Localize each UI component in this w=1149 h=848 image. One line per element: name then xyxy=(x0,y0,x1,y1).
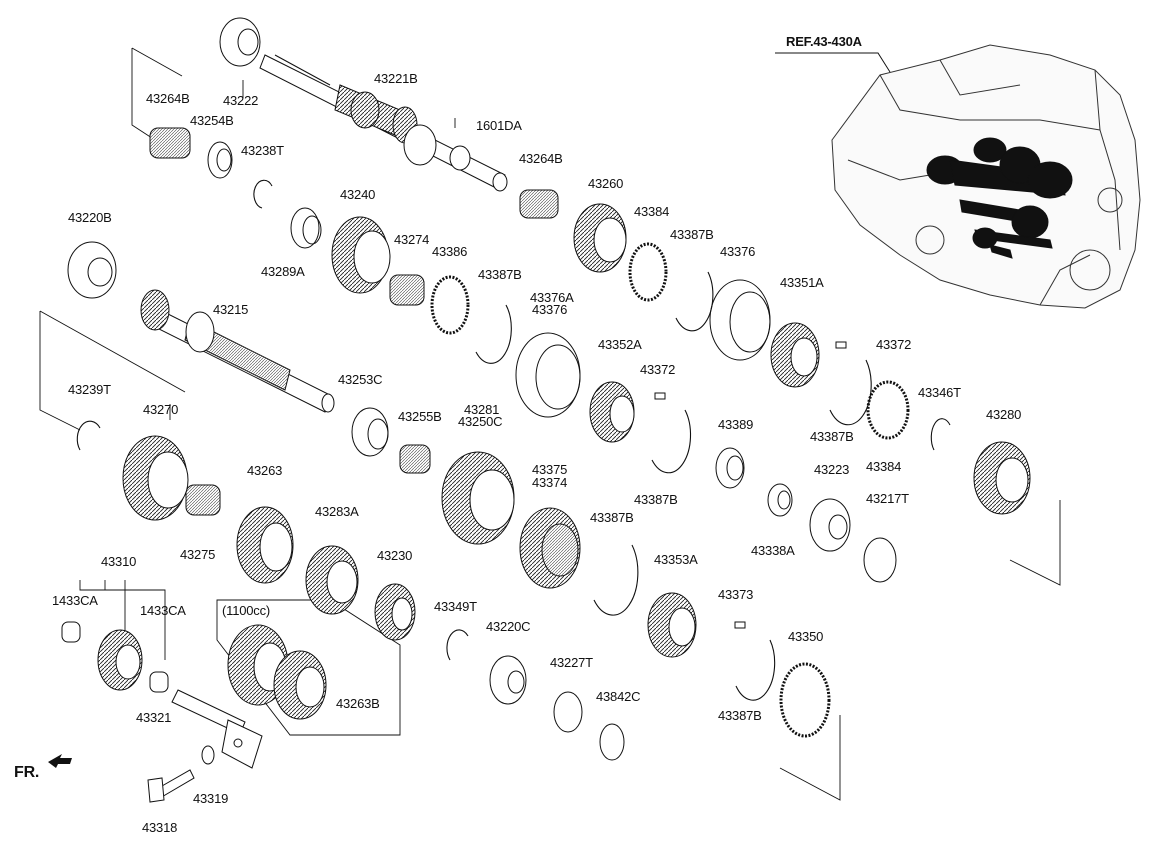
part-label: 43353A xyxy=(654,552,698,567)
part-label: 43376A xyxy=(530,290,574,305)
output-shaft-lower xyxy=(140,289,335,413)
part-label: 43372 xyxy=(876,337,912,352)
gears xyxy=(97,203,1031,720)
part-label: 43215 xyxy=(213,302,249,317)
part-label: 1601DA xyxy=(476,118,522,133)
part-label: 43376 xyxy=(532,302,568,317)
part-label: 43319 xyxy=(193,791,229,806)
part-label: 43352A xyxy=(598,337,642,352)
part-label: 43321 xyxy=(136,710,172,725)
part-label: 43275 xyxy=(180,547,216,562)
part-label: 43283A xyxy=(315,504,359,519)
part-label: 43375 xyxy=(532,462,568,477)
front-arrow-icon xyxy=(48,754,72,768)
part-label: 43350 xyxy=(788,629,824,644)
part-label: 43384 xyxy=(634,204,670,219)
leader-lines xyxy=(39,47,1061,801)
input-shaft-upper xyxy=(259,54,508,192)
part-label: 43372 xyxy=(640,362,676,377)
part-label: 43384 xyxy=(866,459,902,474)
part-label: 43222 xyxy=(223,93,259,108)
part-label: 43338A xyxy=(751,543,795,558)
part-label: 43263 xyxy=(247,463,283,478)
part-label: 43376 xyxy=(720,244,756,259)
part-label: 43346T xyxy=(918,385,961,400)
part-label: 43253C xyxy=(338,372,383,387)
part-label: 43260 xyxy=(588,176,624,191)
part-label: 43386 xyxy=(432,244,468,259)
snap-rings xyxy=(76,179,951,701)
part-label: 43227T xyxy=(550,655,593,670)
sync-keys xyxy=(654,341,847,629)
reference-leader xyxy=(775,52,891,73)
part-label: 1433CA xyxy=(140,603,186,618)
part-label: 43250C xyxy=(458,414,503,429)
part-label: 43318 xyxy=(142,820,178,835)
part-label: 43387B xyxy=(718,708,762,723)
part-label: 43274 xyxy=(394,232,430,247)
part-label: 43270 xyxy=(143,402,179,417)
part-label: 43373 xyxy=(718,587,754,602)
part-label: 43254B xyxy=(190,113,234,128)
part-label: 43389 xyxy=(718,417,754,432)
part-label: 43387B xyxy=(670,227,714,242)
part-label: 43220C xyxy=(486,619,531,634)
part-label: 43264B xyxy=(146,91,190,106)
part-label: 43351A xyxy=(780,275,824,290)
part-label: 43310 xyxy=(101,554,137,569)
part-label: 43223 xyxy=(814,462,850,477)
part-label: 43842C xyxy=(596,689,641,704)
part-label: 43240 xyxy=(340,187,376,202)
part-label: 43387B xyxy=(478,267,522,282)
part-label: 43374 xyxy=(532,475,568,490)
part-label: 43387B xyxy=(810,429,854,444)
bearings xyxy=(67,17,851,705)
part-label: 43255B xyxy=(398,409,442,424)
variant-label: (1100cc) xyxy=(222,603,271,618)
reference-label: REF.43-430A xyxy=(786,34,862,49)
part-label: 43280 xyxy=(986,407,1022,422)
part-label: 43263B xyxy=(336,696,380,711)
part-label: 43264B xyxy=(519,151,563,166)
part-label: 43217T xyxy=(866,491,909,506)
part-label: 43289A xyxy=(261,264,305,279)
part-label: 43221B xyxy=(374,71,418,86)
part-label: 43239T xyxy=(68,382,111,397)
part-label: 43349T xyxy=(434,599,477,614)
needle-bearings xyxy=(149,127,559,516)
part-label: 43238T xyxy=(241,143,284,158)
part-label: 43281 xyxy=(464,402,500,417)
part-label: 43387B xyxy=(634,492,678,507)
part-label: 43220B xyxy=(68,210,112,225)
front-label: FR. xyxy=(14,764,40,781)
transmission-case-reference xyxy=(831,44,1141,309)
reverse-idler xyxy=(61,621,263,803)
part-label: 43387B xyxy=(590,510,634,525)
part-label: 43230 xyxy=(377,548,413,563)
sync-rings xyxy=(207,141,910,761)
part-label: 1433CA xyxy=(52,593,98,608)
